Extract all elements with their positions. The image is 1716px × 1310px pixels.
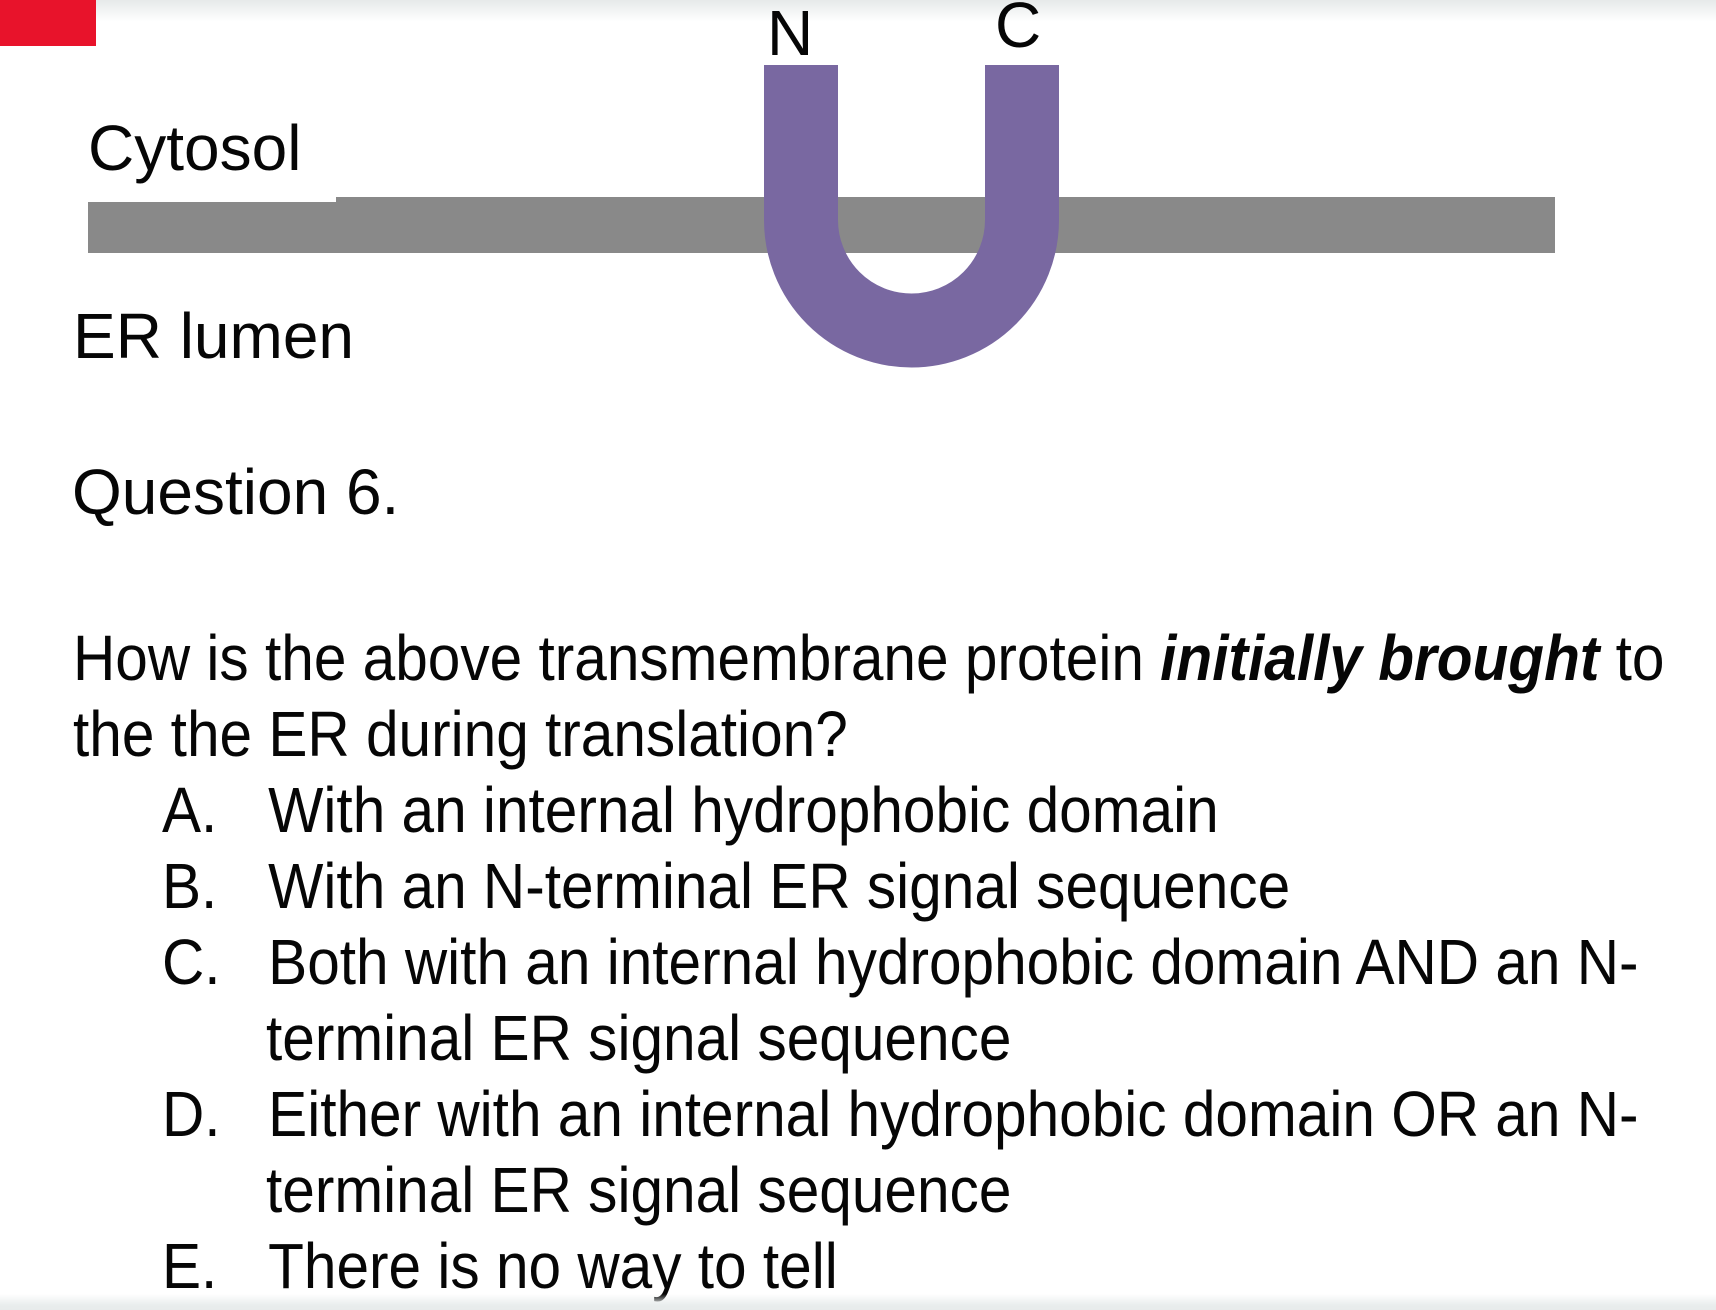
option-c-label: C. [162,926,221,998]
question-stem-line-1: How is the above transmembrane protein i… [73,620,1716,696]
option-e-row: E. There is no way to tell [162,1228,1716,1304]
membrane-bar-left-segment [88,202,336,253]
top-edge-gradient [0,0,1716,22]
stem-text-post: to [1599,622,1665,694]
stem-text-pre: How is the above transmembrane protein [73,622,1161,694]
option-d-row: D. Either with an internal hydrophobic do… [162,1076,1716,1152]
bottom-edge-gradient [0,1294,1716,1310]
option-d-text-line2: terminal ER signal sequence [266,1154,1012,1226]
option-b-label: B. [162,850,218,922]
option-c-text-line1: Both with an internal hydrophobic domain… [268,926,1639,998]
red-corner-rectangle [0,0,96,46]
question-heading: Question 6. [72,456,400,528]
option-a-row: A. With an internal hydrophobic domain [162,772,1716,848]
option-d-label: D. [162,1078,221,1150]
c-terminus-label: C [995,0,1042,61]
option-b-text: With an N-terminal ER signal sequence [268,850,1291,922]
er-lumen-label: ER lumen [73,300,354,372]
stem-text-line2: the the ER during translation? [73,698,848,770]
question-body: How is the above transmembrane protein i… [73,620,1716,1304]
option-e-label: E. [162,1230,218,1302]
option-c-row: C. Both with an internal hydrophobic doma… [162,924,1716,1000]
stem-emphasis: initially brought [1160,622,1600,694]
option-e-text: There is no way to tell [268,1230,838,1302]
option-a-text: With an internal hydrophobic domain [268,774,1219,846]
cytosol-label: Cytosol [88,112,302,184]
n-terminus-label: N [767,0,814,69]
option-a-label: A. [162,774,218,846]
membrane-bar [336,197,1555,253]
option-c-text-line2: terminal ER signal sequence [266,1002,1012,1074]
option-d-text-line1: Either with an internal hydrophobic doma… [268,1078,1639,1150]
option-b-row: B. With an N-terminal ER signal sequence [162,848,1716,924]
question-stem-line-2: the the ER during translation? [73,696,1716,772]
